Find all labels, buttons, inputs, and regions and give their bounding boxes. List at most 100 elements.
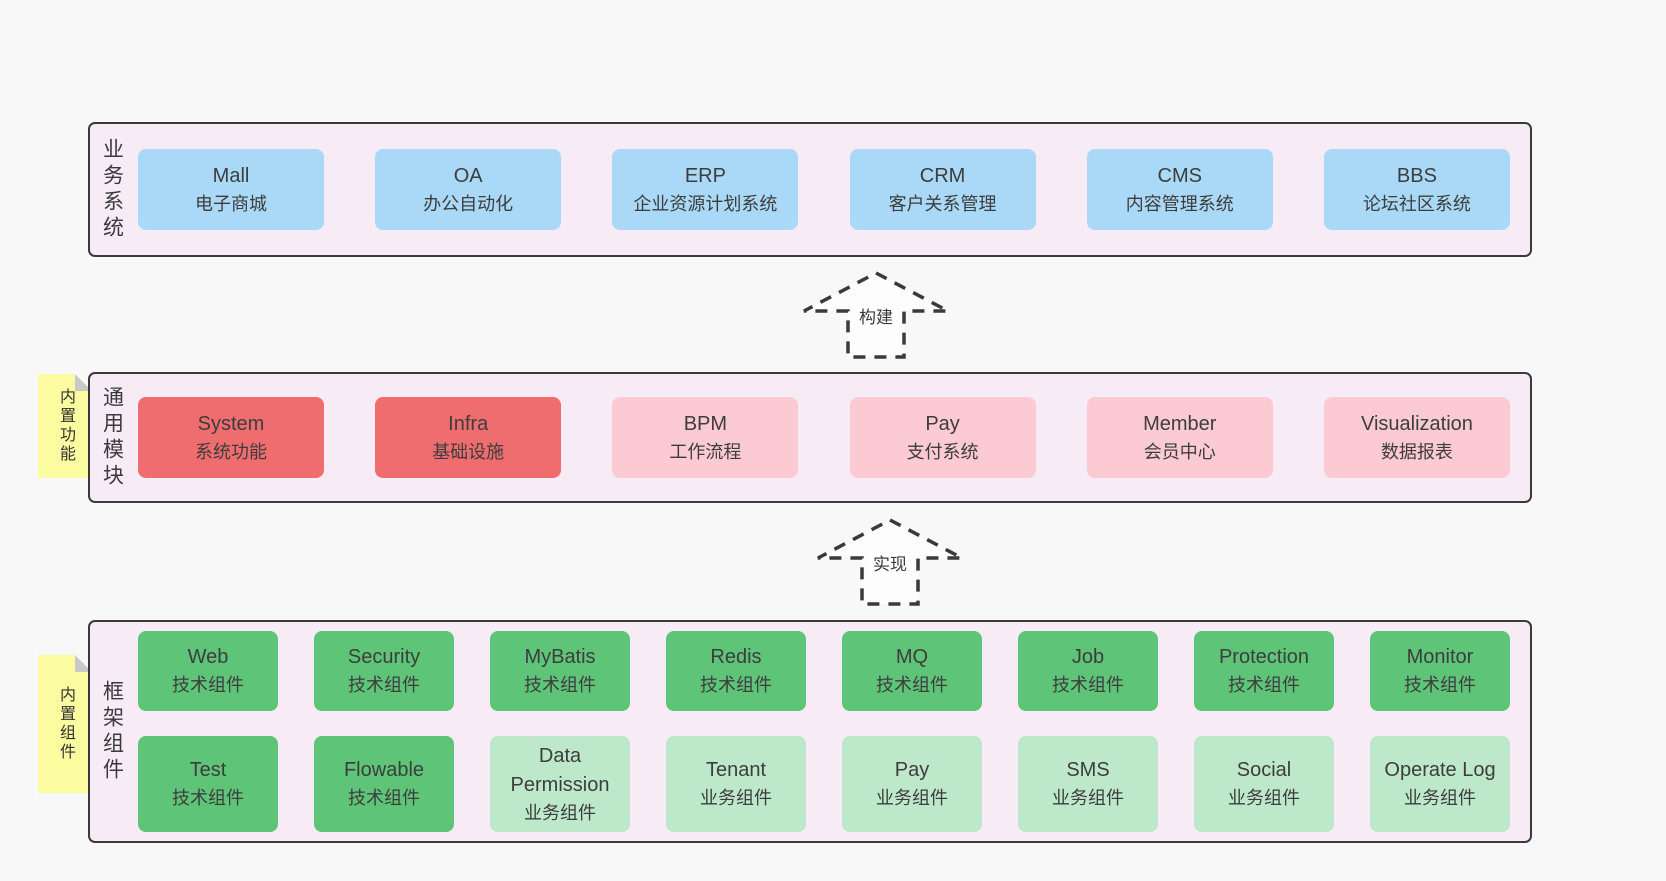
box-erp: ERP 企业资源计划系统 — [612, 149, 799, 230]
components-boxes-grid: Web 技术组件 Security 技术组件 MyBatis 技术组件 Redi… — [134, 622, 1530, 841]
box-subtitle: 支付系统 — [906, 441, 979, 462]
box-data-permission: Data Permission 业务组件 — [490, 735, 630, 833]
box-name: Infra — [448, 412, 489, 435]
box-subtitle: 业务组件 — [1052, 788, 1124, 809]
box-operate-log: Operate Log 业务组件 — [1370, 735, 1510, 833]
build-arrow: 构建 — [801, 270, 951, 360]
box-oa: OA 办公自动化 — [375, 149, 562, 230]
sticky-note-built-in-components: 内置组件 — [38, 655, 92, 793]
box-subtitle: 技术组件 — [1052, 675, 1124, 696]
box-web: Web 技术组件 — [138, 630, 278, 711]
box-cms: CMS 内容管理系统 — [1086, 149, 1273, 230]
box-subtitle: 论坛社区系统 — [1362, 193, 1471, 214]
box-subtitle: 企业资源计划系统 — [633, 193, 778, 214]
modules-boxes-row: System 系统功能 Infra 基础设施 BPM 工作流程 Pay 支付系统… — [134, 374, 1530, 501]
box-sms: SMS 业务组件 — [1018, 735, 1158, 833]
box-subtitle: 技术组件 — [1228, 675, 1300, 696]
box-protection: Protection 技术组件 — [1194, 630, 1334, 711]
box-name: Monitor — [1406, 646, 1474, 669]
box-subtitle: 业务组件 — [1404, 788, 1476, 809]
box-name: Test — [189, 759, 227, 782]
box-name: BBS — [1396, 164, 1437, 187]
box-redis: Redis 技术组件 — [666, 630, 806, 711]
box-name: Data Permission — [510, 744, 610, 796]
box-subtitle: 业务组件 — [1228, 788, 1300, 809]
box-subtitle: 会员中心 — [1143, 441, 1216, 462]
box-subtitle: 工作流程 — [669, 441, 742, 462]
box-security: Security 技术组件 — [314, 630, 454, 711]
band-label-column: 通用模块 — [90, 374, 134, 501]
box-name: System — [197, 412, 265, 435]
box-name: Web — [187, 646, 229, 669]
box-name: Mall — [212, 164, 250, 187]
box-subtitle: 办公自动化 — [423, 193, 514, 214]
box-social: Social 业务组件 — [1194, 735, 1334, 833]
box-name: Operate Log — [1384, 759, 1496, 782]
box-subtitle: 技术组件 — [524, 675, 596, 696]
box-subtitle: 业务组件 — [876, 788, 948, 809]
box-crm: CRM 客户关系管理 — [849, 149, 1036, 230]
box-tenant: Tenant 业务组件 — [666, 735, 806, 833]
box-subtitle: 技术组件 — [348, 675, 420, 696]
band-framework-components: 框架组件 Web 技术组件 Security 技术组件 MyBatis 技术组件… — [88, 620, 1532, 843]
box-mq: MQ 技术组件 — [842, 630, 982, 711]
box-subtitle: 内容管理系统 — [1125, 193, 1234, 214]
box-pay-component: Pay 业务组件 — [842, 735, 982, 833]
box-job: Job 技术组件 — [1018, 630, 1158, 711]
box-name: MQ — [895, 646, 929, 669]
box-name: Protection — [1218, 646, 1310, 669]
sticky-note-label: 内置功能 — [57, 388, 74, 464]
box-name: Job — [1071, 646, 1105, 669]
box-visualization: Visualization 数据报表 — [1323, 397, 1510, 478]
box-subtitle: 业务组件 — [700, 788, 772, 809]
box-name: OA — [453, 164, 483, 187]
build-arrow-label: 构建 — [856, 306, 896, 331]
implement-arrow-label: 实现 — [870, 553, 910, 578]
box-name: Tenant — [705, 759, 767, 782]
box-subtitle: 技术组件 — [172, 788, 244, 809]
box-name: Pay — [894, 759, 930, 782]
band-label-column: 业务系统 — [90, 124, 134, 255]
box-subtitle: 技术组件 — [700, 675, 772, 696]
box-name: ERP — [684, 164, 726, 187]
box-member: Member 会员中心 — [1086, 397, 1273, 478]
box-subtitle: 技术组件 — [876, 675, 948, 696]
box-name: BPM — [683, 412, 728, 435]
box-subtitle: 技术组件 — [172, 675, 244, 696]
implement-arrow: 实现 — [815, 517, 965, 607]
box-name: CMS — [1157, 164, 1202, 187]
box-name: CRM — [919, 164, 966, 187]
box-name: MyBatis — [524, 646, 596, 669]
box-subtitle: 技术组件 — [1404, 675, 1476, 696]
box-subtitle: 基础设施 — [432, 441, 505, 462]
box-name: Social — [1236, 759, 1292, 782]
box-name: SMS — [1066, 759, 1110, 782]
box-subtitle: 系统功能 — [195, 441, 267, 462]
box-name: Redis — [710, 646, 762, 669]
box-name: Visualization — [1360, 412, 1473, 435]
box-mall: Mall 电子商城 — [138, 149, 324, 230]
box-name: Pay — [925, 412, 960, 435]
box-subtitle: 数据报表 — [1380, 441, 1453, 462]
business-boxes-row: Mall 电子商城 OA 办公自动化 ERP 企业资源计划系统 CRM 客户关系… — [134, 124, 1530, 255]
sticky-note-built-in-features: 内置功能 — [38, 374, 92, 478]
box-bpm: BPM 工作流程 — [612, 397, 799, 478]
box-test: Test 技术组件 — [138, 735, 278, 833]
band-modules-label: 通用模块 — [100, 385, 124, 490]
box-subtitle: 客户关系管理 — [888, 193, 997, 214]
box-mybatis: MyBatis 技术组件 — [490, 630, 630, 711]
band-label-column: 框架组件 — [90, 622, 134, 841]
sticky-note-label: 内置组件 — [57, 686, 74, 762]
box-subtitle: 业务组件 — [524, 802, 596, 823]
box-subtitle: 技术组件 — [348, 788, 420, 809]
box-infra: Infra 基础设施 — [375, 397, 562, 478]
box-monitor: Monitor 技术组件 — [1370, 630, 1510, 711]
box-subtitle: 电子商城 — [195, 193, 267, 214]
band-common-modules: 通用模块 System 系统功能 Infra 基础设施 BPM 工作流程 Pay… — [88, 372, 1532, 503]
box-bbs: BBS 论坛社区系统 — [1323, 149, 1510, 230]
band-business-label: 业务系统 — [100, 137, 124, 242]
box-name: Flowable — [343, 759, 425, 782]
box-pay-module: Pay 支付系统 — [849, 397, 1036, 478]
box-flowable: Flowable 技术组件 — [314, 735, 454, 833]
